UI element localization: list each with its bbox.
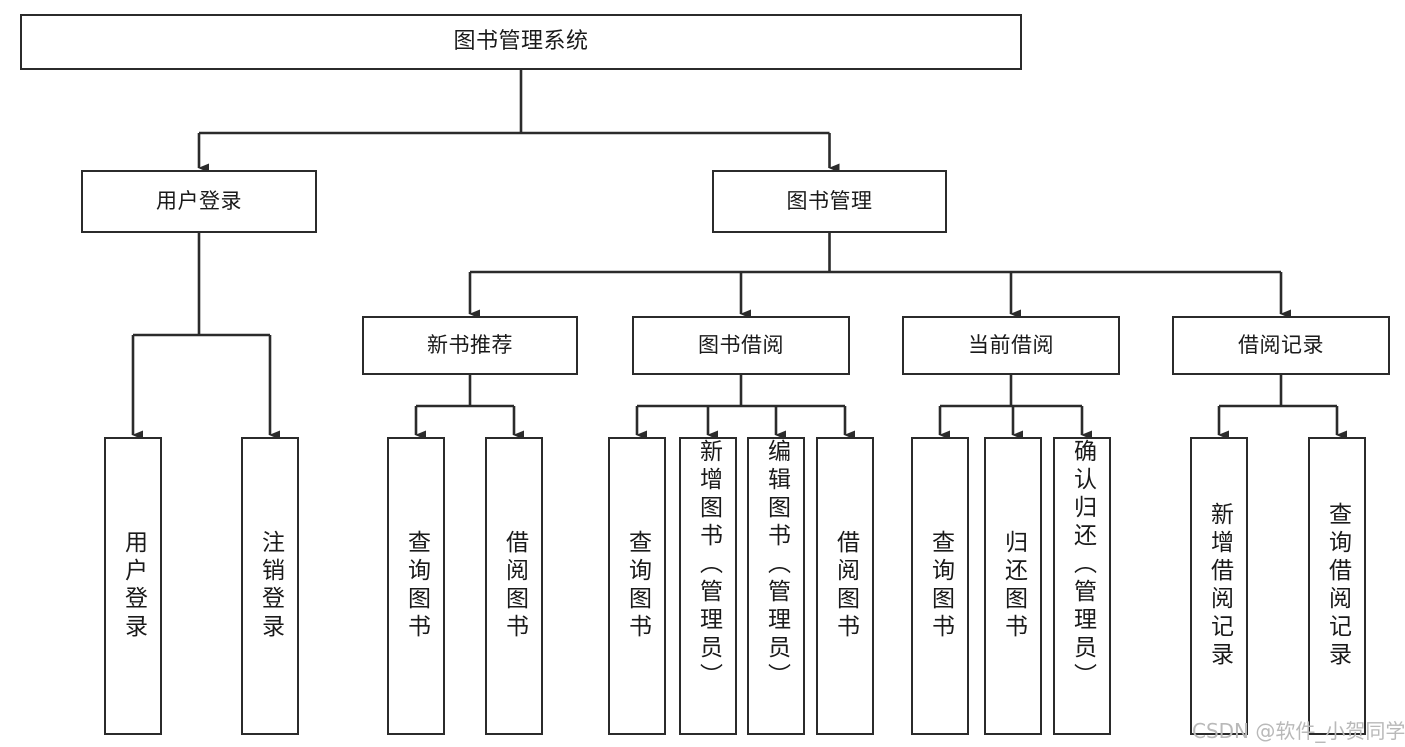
node-leaf-edit-book-admin[interactable]: 编辑图书（管理员） (747, 437, 805, 735)
node-leaf-query-book-1-label: 查询图书 (403, 530, 430, 642)
node-user-login[interactable]: 用户登录 (81, 170, 317, 233)
node-leaf-add-borrow-record[interactable]: 新增借阅记录 (1190, 437, 1248, 735)
node-leaf-return-book-label: 归还图书 (1000, 530, 1027, 642)
node-book-borrow[interactable]: 图书借阅 (632, 316, 850, 375)
node-leaf-edit-book-admin-label: 编辑图书（管理员） (763, 439, 790, 691)
node-leaf-add-book-admin-label: 新增图书（管理员） (695, 439, 722, 691)
node-current-borrow[interactable]: 当前借阅 (902, 316, 1120, 375)
node-leaf-borrow-book-2-label: 借阅图书 (832, 530, 859, 642)
node-current-borrow-label: 当前借阅 (968, 333, 1054, 358)
node-book-borrow-label: 图书借阅 (698, 333, 784, 358)
node-leaf-user-login-label: 用户登录 (120, 530, 147, 642)
node-leaf-query-book-2-label: 查询图书 (624, 530, 651, 642)
node-leaf-return-book[interactable]: 归还图书 (984, 437, 1042, 735)
node-leaf-add-book-admin[interactable]: 新增图书（管理员） (679, 437, 737, 735)
node-leaf-query-book-3-label: 查询图书 (927, 530, 954, 642)
node-leaf-query-book-3[interactable]: 查询图书 (911, 437, 969, 735)
node-leaf-confirm-return-admin-label: 确认归还（管理员） (1069, 439, 1096, 691)
node-new-book-recommend[interactable]: 新书推荐 (362, 316, 578, 375)
node-root-label: 图书管理系统 (453, 29, 589, 55)
node-leaf-query-borrow-record-label: 查询借阅记录 (1324, 502, 1351, 670)
node-root[interactable]: 图书管理系统 (20, 14, 1022, 70)
node-leaf-query-book-1[interactable]: 查询图书 (387, 437, 445, 735)
node-user-login-label: 用户登录 (156, 189, 242, 214)
node-borrow-record[interactable]: 借阅记录 (1172, 316, 1390, 375)
node-leaf-borrow-book-1[interactable]: 借阅图书 (485, 437, 543, 735)
node-leaf-confirm-return-admin[interactable]: 确认归还（管理员） (1053, 437, 1111, 735)
node-leaf-borrow-book-2[interactable]: 借阅图书 (816, 437, 874, 735)
node-leaf-logout-login-label: 注销登录 (257, 530, 284, 642)
node-leaf-query-borrow-record[interactable]: 查询借阅记录 (1308, 437, 1366, 735)
node-book-management-label: 图书管理 (786, 189, 873, 214)
watermark: CSDN @软件_小贺同学 (1192, 719, 1405, 743)
node-leaf-logout-login[interactable]: 注销登录 (241, 437, 299, 735)
node-book-management[interactable]: 图书管理 (712, 170, 947, 233)
node-new-book-recommend-label: 新书推荐 (427, 333, 513, 358)
node-leaf-user-login[interactable]: 用户登录 (104, 437, 162, 735)
node-leaf-borrow-book-1-label: 借阅图书 (501, 530, 528, 642)
node-leaf-add-borrow-record-label: 新增借阅记录 (1206, 502, 1233, 670)
node-leaf-query-book-2[interactable]: 查询图书 (608, 437, 666, 735)
node-borrow-record-label: 借阅记录 (1238, 333, 1324, 358)
